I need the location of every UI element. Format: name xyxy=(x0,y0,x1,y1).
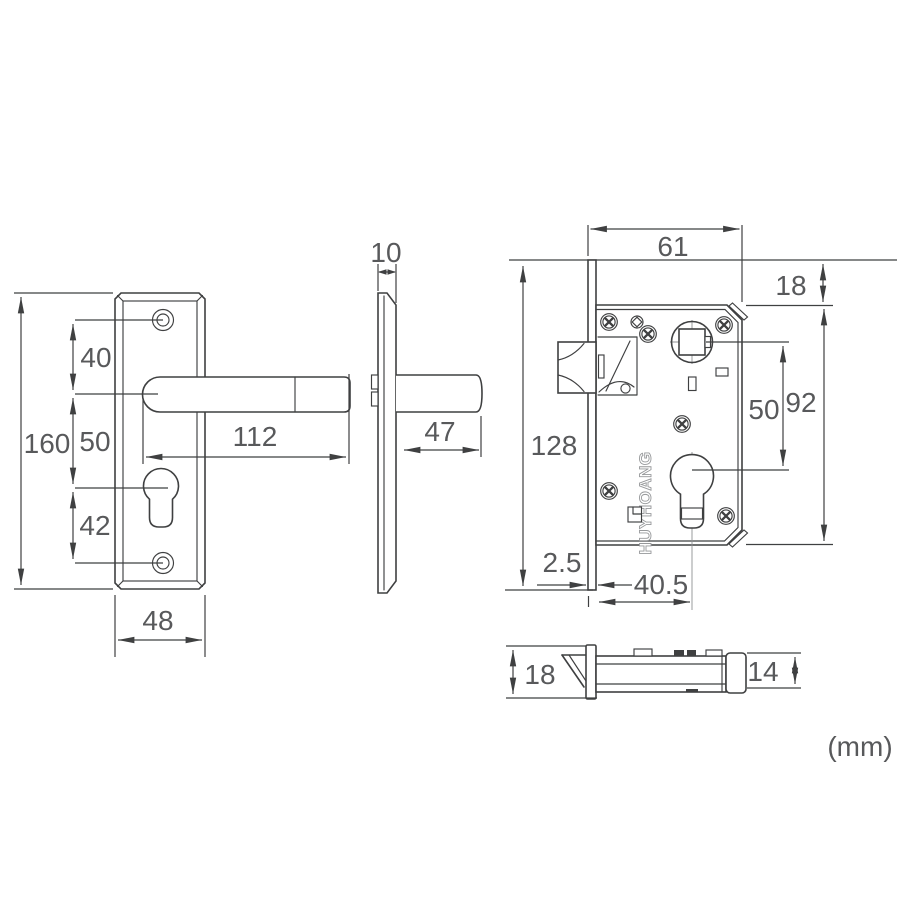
brand-text: HUYHOANG xyxy=(636,451,655,554)
side-view-dimensions: 10 47 xyxy=(370,237,482,457)
dim-faceplate-overhang: 18 xyxy=(746,264,833,307)
latch-bolt-top xyxy=(561,654,587,688)
backplate-inner-face xyxy=(122,300,198,582)
dim-handle-to-cylinder: 50 xyxy=(69,398,111,484)
latch-bolt-head xyxy=(557,341,597,394)
dim-backset: 40.5 xyxy=(587,569,690,607)
case-screw-icon xyxy=(714,315,734,335)
backplate-corner-bevels xyxy=(116,294,204,588)
dim-lock-depth: 61 xyxy=(587,225,743,302)
lever-handle xyxy=(141,376,351,413)
handle-side-view xyxy=(370,292,483,594)
cylinder-keyhole xyxy=(669,452,715,610)
mounting-tab xyxy=(705,649,723,657)
lock-case-inner-line xyxy=(595,308,739,542)
dim-label: 112 xyxy=(233,421,278,452)
case-screw-icon xyxy=(599,481,619,501)
case-screw-icon xyxy=(638,324,658,344)
unit-note: (mm) xyxy=(827,731,892,762)
dim-label: 47 xyxy=(424,416,455,447)
lock-case-outline xyxy=(595,304,743,546)
case-screw-icon xyxy=(599,312,619,332)
case-slot xyxy=(715,367,729,377)
dim-handle-length: 112 xyxy=(142,374,350,464)
latch-bolt xyxy=(557,336,638,396)
dim-label: 92 xyxy=(785,387,816,418)
dim-label: 14 xyxy=(747,656,778,687)
dim-label: 128 xyxy=(531,430,578,461)
cylinder-cam-slot xyxy=(680,507,704,520)
front-view-dimensions: 160 40 50 42 112 48 xyxy=(14,292,350,657)
dim-faceplate-thickness: 2.5 xyxy=(537,547,632,589)
stamped-bracket-detail xyxy=(627,506,643,523)
latch-bevel-curve xyxy=(557,374,585,393)
lock-body-top-view xyxy=(561,644,747,700)
adjustment-pin xyxy=(630,315,644,329)
leader-lines xyxy=(75,319,168,564)
case-end-cap xyxy=(725,652,747,694)
case-screw-icon xyxy=(716,506,736,526)
faceplate xyxy=(587,259,597,591)
dim-screw-to-handle: 40 xyxy=(69,324,112,390)
case-screw-icon xyxy=(672,414,692,434)
dim-faceplate-height: 128 xyxy=(505,266,593,591)
dim-follower-to-cylinder: 50 xyxy=(692,341,789,471)
mounting-tab-dark xyxy=(674,650,684,656)
mounting-tab-dark xyxy=(686,689,698,693)
keyhole-euro-cutout xyxy=(142,467,180,528)
dim-plate-width: 48 xyxy=(114,595,206,657)
case-body-top xyxy=(595,655,727,693)
case-slot xyxy=(687,376,697,392)
lock-body-dimensions: 61 18 92 50 128 2.5 xyxy=(505,225,833,607)
lock-body-front-view: HUYHOANG xyxy=(509,259,897,610)
spindle-square-hole xyxy=(678,328,706,356)
dim-label: 50 xyxy=(79,426,110,457)
dim-label: 50 xyxy=(748,394,779,425)
arrowhead xyxy=(378,269,387,275)
mounting-clip xyxy=(370,391,379,407)
backplate-outline xyxy=(114,292,206,590)
plate-profile-outline xyxy=(377,292,397,594)
mounting-tab-dark xyxy=(687,650,696,656)
dim-case-thickness: 14 xyxy=(747,652,801,689)
dim-plate-thickness: 10 xyxy=(370,237,402,303)
dim-label: 40.5 xyxy=(634,569,689,600)
top-view-dimensions: 18 14 xyxy=(506,645,801,699)
dim-label: 2.5 xyxy=(543,547,582,578)
dim-handle-projection: 47 xyxy=(404,416,482,457)
dim-label: 40 xyxy=(80,342,111,373)
latch-bevel-curve xyxy=(557,342,585,361)
dim-case-height: 92 xyxy=(746,309,833,546)
dim-label: 18 xyxy=(775,270,806,301)
mounting-clip xyxy=(370,374,379,390)
arrowhead xyxy=(387,269,396,275)
corner-chamfer-detail xyxy=(728,529,749,548)
faceplate-top xyxy=(585,644,597,700)
dim-plate-height: 160 xyxy=(14,292,113,590)
dim-label: 61 xyxy=(657,231,688,262)
dim-cylinder-to-screw: 42 xyxy=(69,492,111,559)
dim-label: 18 xyxy=(524,659,555,690)
handle-stub-side xyxy=(396,374,483,413)
spindle-follower xyxy=(670,320,714,364)
dim-label: 42 xyxy=(79,510,110,541)
latch-mechanism xyxy=(597,336,638,396)
dim-label: 48 xyxy=(142,605,173,636)
dim-label: 160 xyxy=(24,428,71,459)
corner-chamfer-detail xyxy=(728,302,749,321)
dim-faceplate-width: 18 xyxy=(506,645,597,699)
mounting-tab xyxy=(633,648,653,657)
dim-label: 10 xyxy=(370,237,401,268)
